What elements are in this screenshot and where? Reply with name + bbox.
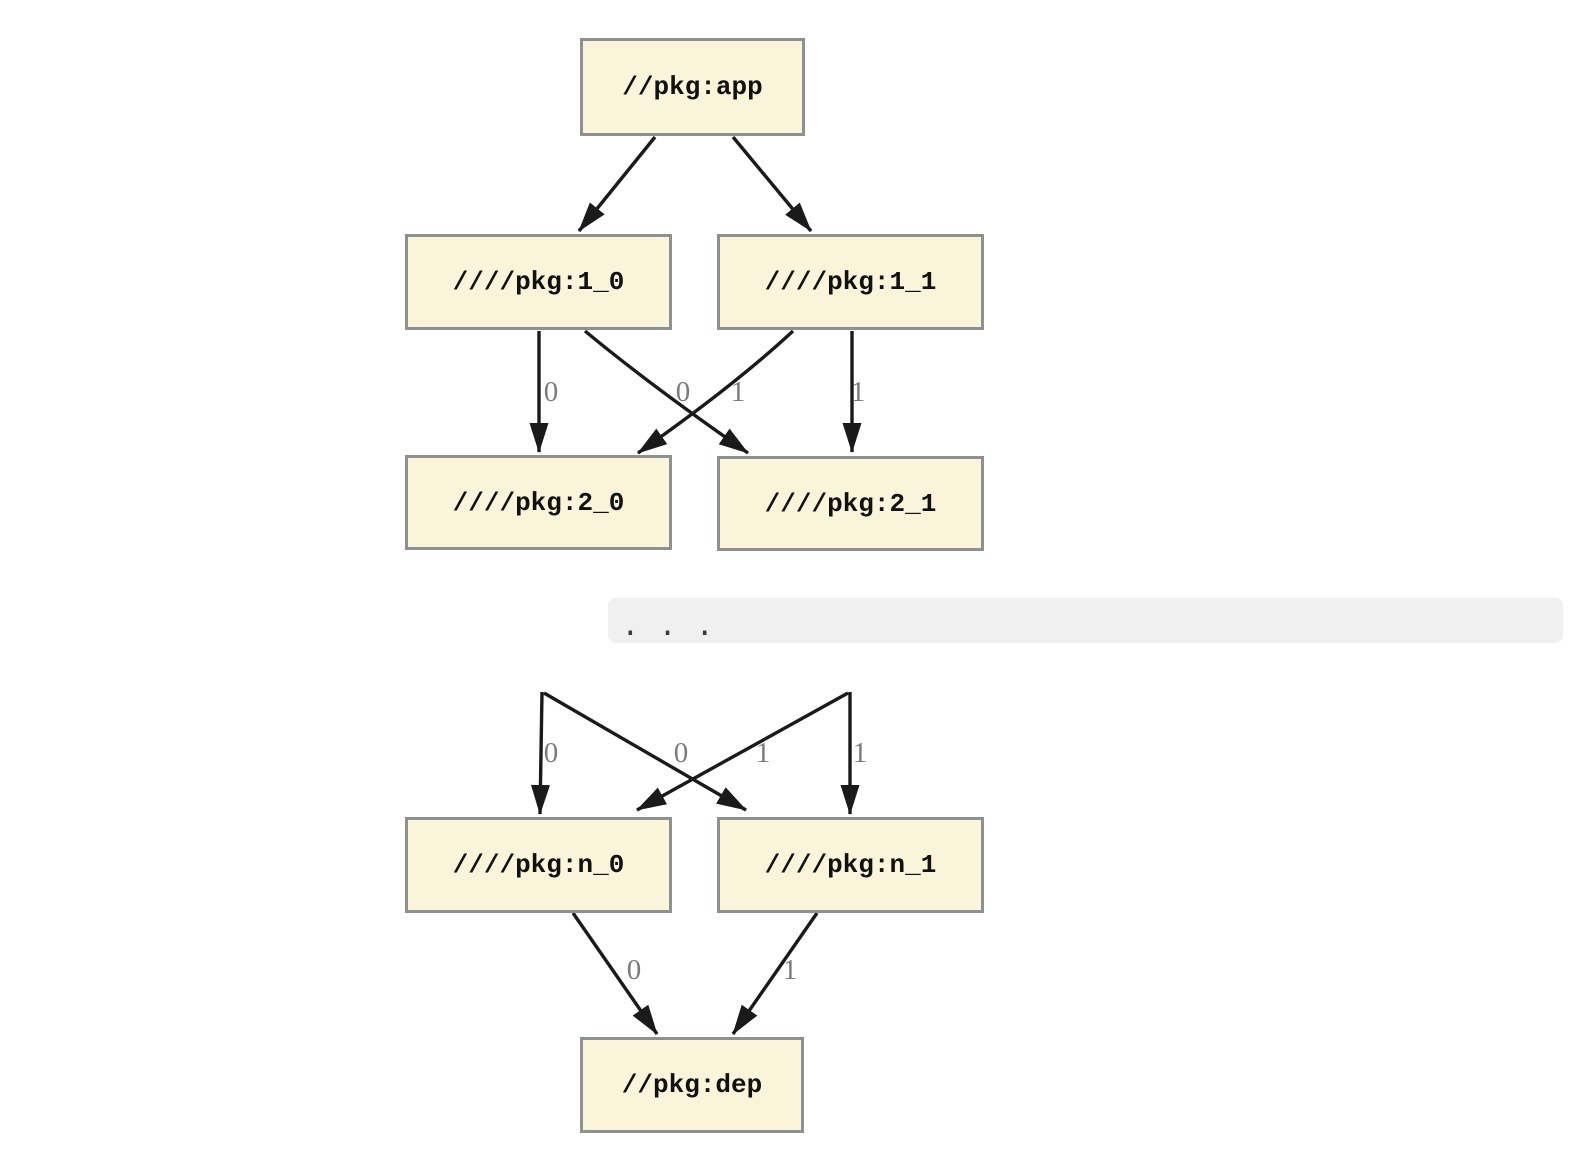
edge-label-elided-to-n_1: 1: [853, 737, 868, 769]
edge-label-1_1-to-2_1: 1: [851, 376, 866, 408]
graph-edges: [529, 135, 862, 1035]
edge-label-n_1-to-dep: 1: [783, 954, 798, 986]
ellipsis-text: . . .: [621, 610, 715, 645]
edge-label-n_0-to-dep: 0: [627, 954, 642, 986]
graph-node-n_0: ////pkg:n_0: [405, 817, 672, 913]
graph-node-n_1: ////pkg:n_1: [717, 817, 984, 913]
graph-node-1_0: ////pkg:1_0: [405, 234, 672, 330]
edge-label-1_0-to-2_1: 0: [676, 376, 691, 408]
edge-n_0-to-dep: [571, 912, 659, 1035]
graph-node-label-n_1: ////pkg:n_1: [764, 850, 937, 880]
edge-label-elided-to-n_1: 0: [674, 737, 689, 769]
graph-node-app: //pkg:app: [580, 38, 805, 136]
edge-label-1_0-to-2_0: 0: [544, 376, 559, 408]
ellipsis-bar: . . .: [608, 598, 1563, 643]
graph-node-dep: //pkg:dep: [580, 1037, 804, 1133]
graph-node-label-n_0: ////pkg:n_0: [452, 850, 625, 880]
edge-n_1-to-dep: [731, 912, 819, 1035]
graph-node-label-app: //pkg:app: [622, 72, 763, 102]
edge-elided-to-n_1: [543, 691, 747, 812]
graph-node-2_0: ////pkg:2_0: [405, 455, 672, 550]
edge-label-1_1-to-2_0: 1: [731, 376, 746, 408]
edge-elided-to-n_0: [530, 691, 550, 815]
edge-1_0-to-2_1: [583, 329, 749, 455]
edge-elided-to-n_0: [636, 691, 849, 812]
edge-label-elided-to-n_0: 1: [756, 737, 771, 769]
graph-node-label-1_1: ////pkg:1_1: [764, 267, 937, 297]
edge-app-to-1_0: [577, 135, 657, 233]
graph-node-label-2_1: ////pkg:2_1: [764, 488, 937, 519]
graph-edge-labels: 0 0 1 1 0 0 1 1 0 1: [544, 376, 868, 986]
edge-1_1-to-2_0: [637, 329, 795, 455]
graph-node-label-dep: //pkg:dep: [621, 1070, 763, 1100]
graph-node-1_1: ////pkg:1_1: [717, 234, 984, 330]
graph-node-label-2_0: ////pkg:2_0: [452, 487, 625, 518]
graph-node-label-1_0: ////pkg:1_0: [452, 267, 625, 297]
edge-label-elided-to-n_0: 0: [544, 737, 559, 769]
graph-node-2_1: ////pkg:2_1: [717, 456, 984, 551]
edge-app-to-1_1: [731, 135, 813, 233]
